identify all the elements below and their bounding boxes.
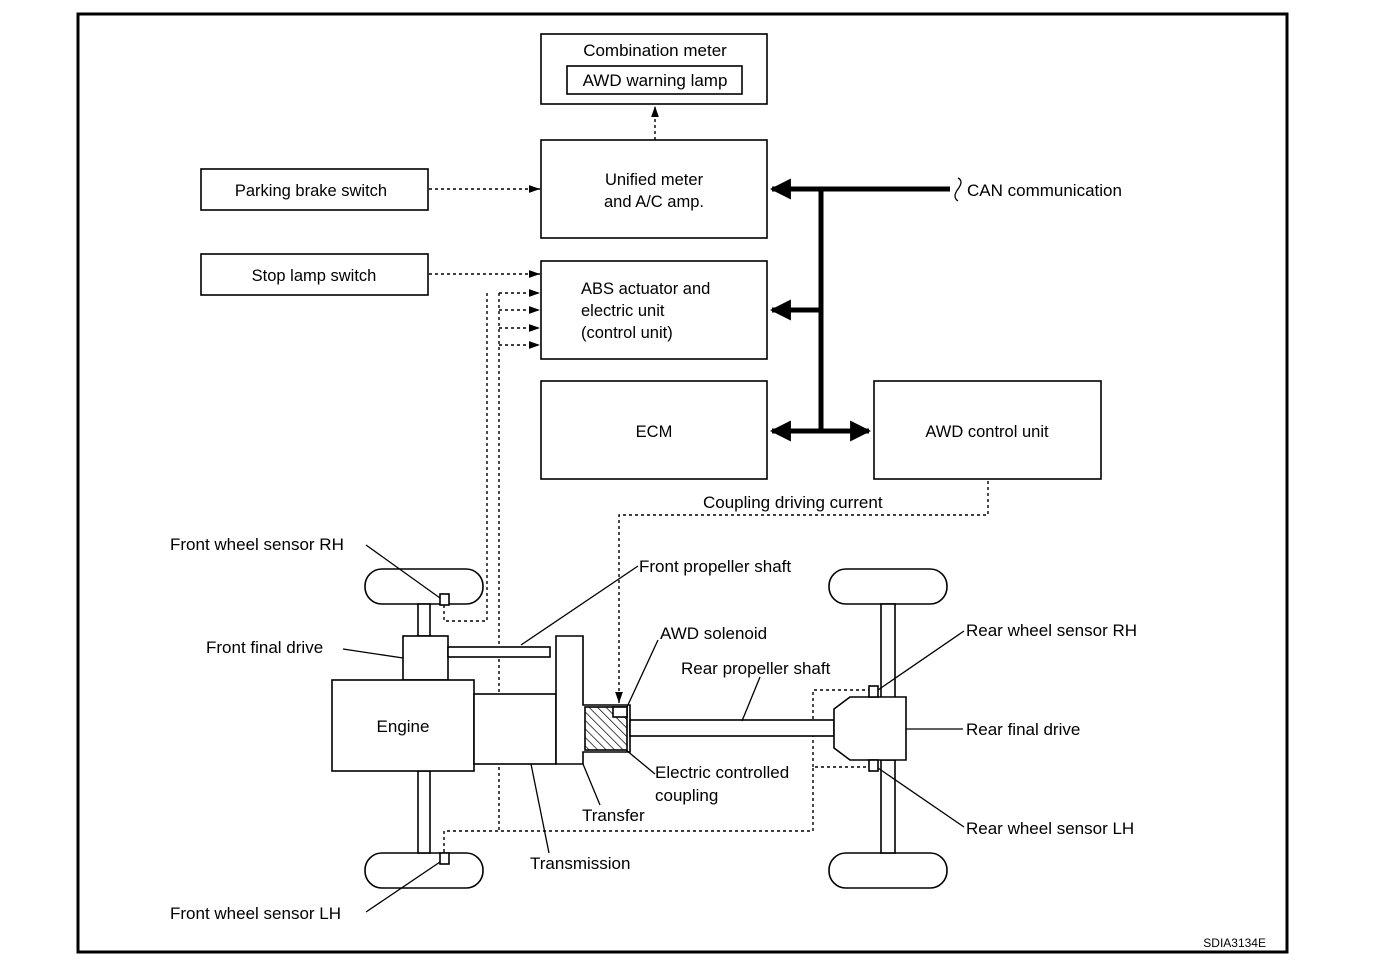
rear-propeller-shaft (629, 719, 835, 737)
parking-brake-switch-label: Parking brake switch (235, 182, 387, 200)
engine-label: Engine (377, 717, 430, 736)
awd-control-unit-label: AWD control unit (925, 423, 1049, 441)
parking-brake-switch-box: Parking brake switch (200, 168, 429, 211)
abs-label-line1: ABS actuator and (581, 280, 710, 298)
diagram-frame (76, 12, 1289, 954)
rear-final-drive-label: Rear final drive (966, 720, 1080, 739)
awd-solenoid (612, 706, 628, 718)
transfer-label: Transfer (582, 806, 645, 825)
combination-meter-box: Combination meter AWD warning lamp (540, 33, 768, 105)
electric-coupling-label-line1: Electric controlled (655, 763, 789, 782)
unified-meter-box: Unified meter and A/C amp. (540, 139, 768, 239)
front-wheel-sensor-lh-label: Front wheel sensor LH (170, 904, 341, 923)
unified-meter-label-line1: Unified meter (605, 171, 704, 189)
engine-transmission: Engine (331, 679, 557, 772)
awd-warning-lamp-label: AWD warning lamp (583, 71, 728, 90)
transmission-label: Transmission (530, 854, 630, 873)
abs-actuator-box: ABS actuator and electric unit (control … (540, 260, 768, 360)
stop-lamp-switch-label: Stop lamp switch (252, 267, 377, 285)
combination-meter-label: Combination meter (583, 41, 727, 60)
rear-propeller-shaft-label: Rear propeller shaft (681, 659, 831, 678)
awd-control-unit-box: AWD control unit (873, 380, 1102, 480)
can-communication-label: CAN communication (967, 181, 1122, 200)
abs-label-line3: (control unit) (581, 324, 673, 342)
coupling-current-label: Coupling driving current (703, 493, 883, 512)
unified-meter-label-line2: and A/C amp. (604, 193, 704, 211)
stop-lamp-switch-box: Stop lamp switch (200, 253, 429, 296)
front-propeller-shaft-label: Front propeller shaft (639, 557, 791, 576)
figure-code: SDIA3134E (1203, 936, 1266, 950)
leader-lines (342, 544, 965, 913)
front-final-drive-label: Front final drive (206, 638, 323, 657)
awd-solenoid-label: AWD solenoid (660, 624, 767, 643)
electric-controlled-coupling (584, 706, 628, 751)
rear-axle (828, 568, 948, 889)
front-axle (364, 568, 551, 889)
coupling-current-line (615, 481, 989, 703)
electric-coupling-label-line2: coupling (655, 786, 718, 805)
rear-wheel-sensor-lh-label: Rear wheel sensor LH (966, 819, 1134, 838)
ecm-label: ECM (636, 423, 673, 441)
wheel-sensor-signal-lines (443, 289, 874, 852)
can-bus (769, 177, 962, 442)
front-wheel-sensor-rh-label: Front wheel sensor RH (170, 535, 344, 554)
ecm-box: ECM (540, 380, 768, 480)
abs-label-line2: electric unit (581, 302, 665, 320)
transfer-unit (555, 635, 631, 765)
rear-wheel-sensor-rh-label: Rear wheel sensor RH (966, 621, 1137, 640)
